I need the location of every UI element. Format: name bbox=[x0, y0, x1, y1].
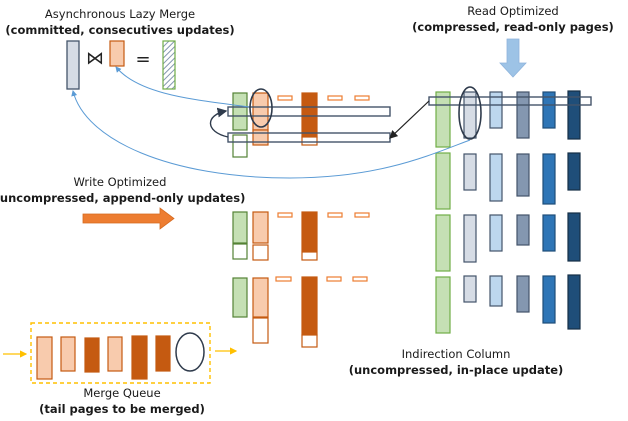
base-block bbox=[489, 214, 503, 252]
lazy-merge-subtitle: (committed, consecutives updates) bbox=[5, 23, 234, 37]
tail-slot bbox=[354, 95, 370, 101]
equals-symbol: = bbox=[135, 49, 150, 70]
base-block bbox=[516, 275, 530, 313]
tail-block-dark bbox=[301, 211, 318, 252]
base-block bbox=[463, 214, 477, 263]
indirection-block bbox=[232, 92, 248, 131]
lazy-merge-label: Asynchronous Lazy Merge (committed, cons… bbox=[5, 7, 234, 37]
tail-block bbox=[252, 129, 269, 146]
base-block bbox=[567, 274, 581, 330]
backpointer-arrow bbox=[209, 107, 229, 138]
base-block bbox=[463, 275, 477, 303]
tail-block bbox=[252, 277, 269, 318]
indirection-label: Indirection Column (uncompressed, in-pla… bbox=[349, 347, 564, 377]
base-block bbox=[463, 153, 477, 191]
tail-slot bbox=[327, 95, 343, 101]
tail-block-empty bbox=[301, 251, 318, 261]
write-optimized-arrow bbox=[82, 207, 175, 230]
base-block bbox=[516, 153, 530, 197]
write-optimized-title: Write Optimized bbox=[74, 175, 167, 189]
tail-block-empty bbox=[252, 317, 269, 344]
base-block bbox=[489, 153, 503, 202]
base-highlight-ellipse bbox=[458, 86, 482, 140]
indirection-column-block bbox=[435, 152, 451, 210]
indirection-column-block bbox=[435, 276, 451, 334]
tail-block bbox=[252, 211, 269, 244]
tail-page-group-3 bbox=[232, 276, 368, 348]
base-block bbox=[567, 152, 581, 191]
join-symbol: ⋈ bbox=[86, 48, 104, 69]
tail-slot bbox=[277, 212, 293, 218]
base-block bbox=[489, 91, 503, 129]
merge-queue-title: Merge Queue bbox=[83, 386, 160, 400]
base-record-row bbox=[428, 96, 592, 106]
base-page-block bbox=[66, 40, 80, 90]
tail-page-group-2 bbox=[232, 211, 370, 261]
indirection-column-block bbox=[435, 91, 451, 148]
tail-block-dark bbox=[301, 92, 318, 138]
read-optimized-label: Read Optimized (compressed, read-only pa… bbox=[412, 4, 614, 34]
read-optimized-subtitle: (compressed, read-only pages) bbox=[412, 20, 614, 34]
write-optimized-label: Write Optimized (uncompressed, append-on… bbox=[0, 175, 245, 205]
tail-slot bbox=[326, 276, 342, 282]
indirection-pointer-arrow bbox=[389, 100, 430, 139]
tail-block-dark bbox=[301, 276, 318, 336]
tail-to-merge-arrow bbox=[115, 66, 250, 108]
queued-tail-page bbox=[107, 336, 123, 372]
base-to-merge-arrow bbox=[71, 90, 471, 179]
base-block bbox=[542, 214, 556, 252]
queue-empty-slot bbox=[175, 332, 205, 372]
indirection-column-block bbox=[435, 214, 451, 272]
indirection-block-empty bbox=[232, 134, 248, 158]
base-block bbox=[542, 91, 556, 129]
base-block bbox=[489, 275, 503, 307]
read-optimized-arrow bbox=[499, 38, 527, 78]
base-block bbox=[516, 214, 530, 246]
tail-block-empty bbox=[301, 136, 318, 146]
tail-page-group-1 bbox=[209, 88, 391, 158]
tail-page-block bbox=[109, 40, 125, 67]
merge-queue-box bbox=[30, 322, 211, 384]
tail-slot bbox=[352, 276, 368, 282]
indirection-block bbox=[232, 277, 248, 318]
tail-block-empty bbox=[301, 334, 318, 348]
base-block bbox=[567, 212, 581, 262]
indirection-block-empty bbox=[232, 243, 248, 260]
tail-slot bbox=[277, 95, 293, 101]
tail-block-empty bbox=[252, 244, 269, 261]
indirection-title: Indirection Column bbox=[402, 347, 511, 361]
tail-slot bbox=[327, 212, 343, 218]
base-pages bbox=[428, 86, 592, 334]
queued-tail-page bbox=[84, 337, 100, 373]
tail-record-row-upper bbox=[227, 106, 391, 117]
base-block bbox=[463, 91, 477, 139]
tail-highlight-ellipse bbox=[249, 88, 273, 128]
base-block bbox=[542, 275, 556, 324]
tail-slot bbox=[354, 212, 370, 218]
queued-tail-page bbox=[36, 336, 53, 380]
base-block bbox=[542, 153, 556, 205]
read-optimized-title: Read Optimized bbox=[467, 4, 558, 18]
lazy-merge-title: Asynchronous Lazy Merge bbox=[45, 7, 195, 21]
queued-tail-page bbox=[155, 335, 171, 372]
queued-tail-page bbox=[60, 336, 76, 372]
merge-queue bbox=[3, 322, 238, 384]
write-optimized-subtitle: (uncompressed, append-only updates) bbox=[0, 191, 245, 205]
indirection-subtitle: (uncompressed, in-place update) bbox=[349, 363, 564, 377]
merge-queue-subtitle: (tail pages to be merged) bbox=[39, 402, 205, 416]
tail-slot bbox=[275, 276, 292, 282]
merge-equation: ⋈ = bbox=[66, 40, 176, 90]
queued-tail-page bbox=[131, 335, 148, 380]
merge-queue-label: Merge Queue (tail pages to be merged) bbox=[39, 386, 205, 416]
indirection-block bbox=[232, 211, 248, 244]
merged-page-block bbox=[162, 40, 176, 90]
base-block bbox=[567, 90, 581, 140]
base-block bbox=[516, 91, 530, 139]
